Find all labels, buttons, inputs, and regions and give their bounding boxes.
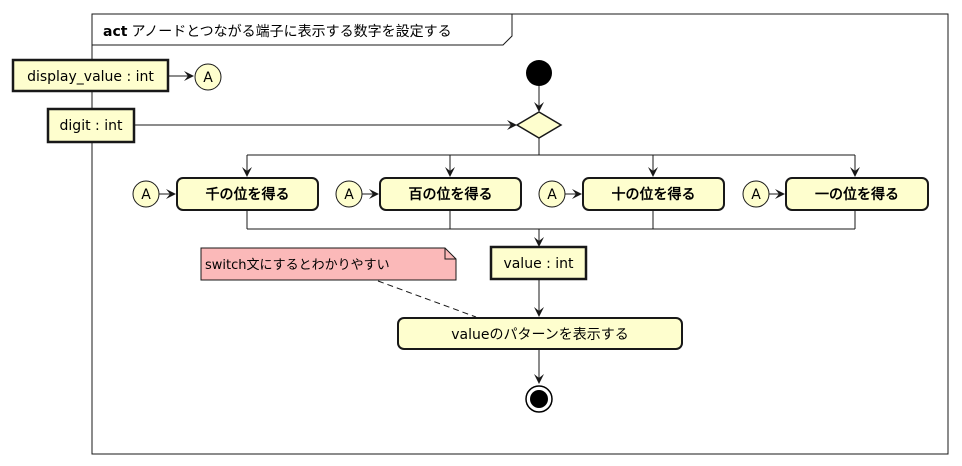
note-text: switch文にするとわかりやすい (205, 258, 390, 273)
connector-a (194, 63, 222, 91)
display-value-pin (11, 58, 170, 93)
start-node (526, 60, 552, 86)
digit-pin (46, 107, 136, 144)
action-thousands-label: 千の位を得る (206, 186, 290, 203)
display-value-pin-label: display_value : int (27, 69, 154, 85)
connector-a-label: A (344, 187, 354, 203)
connector-a-label: A (203, 70, 213, 86)
action-tens-label: 十の位を得る (612, 186, 696, 203)
action-ones-label: 一の位を得る (815, 186, 899, 203)
connector-a-label: A (547, 187, 557, 203)
value-pin (489, 245, 588, 281)
end-node-inner (530, 390, 548, 408)
action-show-pattern-label: valueのパターンを表示する (451, 327, 629, 343)
digit-pin-label: digit : int (60, 118, 123, 134)
connector-a-label: A (141, 187, 151, 203)
frame-keyword: act (103, 24, 128, 40)
action-show-pattern (397, 317, 683, 350)
frame-tab (92, 14, 513, 46)
note-box (200, 247, 457, 281)
activity-frame (91, 13, 949, 455)
action-hundreds-label: 百の位を得る (409, 186, 493, 203)
note-link (377, 280, 477, 318)
connector-a-label: A (751, 187, 761, 203)
value-pin-label: value : int (503, 256, 574, 272)
action-ones (785, 177, 929, 211)
frame-title-text: アノードとつながる端子に表示する数字を設定する (131, 24, 451, 40)
note-corner (444, 248, 456, 260)
